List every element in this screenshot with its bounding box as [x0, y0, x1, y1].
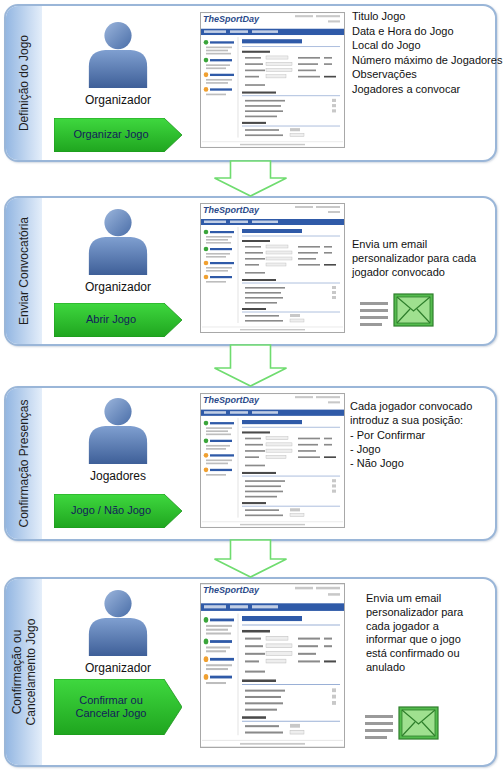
action-label: Jogo / Não Jogo: [54, 494, 168, 528]
phase-band: Enviar ConvocatóriaAbrir Jogo: [4, 196, 497, 346]
band-stripe: Definição do Jogo: [6, 6, 42, 160]
email-icon: [360, 294, 433, 326]
action-label: Organizar Jogo: [54, 118, 168, 152]
arrow-outline: [54, 494, 182, 528]
phase-title: Definição do Jogo: [6, 6, 42, 160]
phase-title: Confirmação Presenças: [6, 388, 42, 539]
screenshot: [201, 394, 345, 528]
flow-arrow: [215, 161, 287, 196]
screenshot: [201, 584, 345, 748]
action-arrow: Confirmar ou Cancelar Jogo: [54, 679, 182, 735]
phase-title: Enviar Convocatória: [6, 198, 42, 344]
arrow-outline: [54, 118, 182, 152]
phase-band: Confirmação PresençasJogo / Não Jogo: [4, 386, 497, 541]
person-icon: [89, 22, 147, 88]
phase-title: Confirmação ou Cancelamento Jogo: [6, 579, 42, 765]
action-arrow: Jogo / Não Jogo: [54, 494, 182, 528]
action-label: Abrir Jogo: [54, 303, 168, 337]
person-icon: [89, 398, 147, 464]
screenshot: [201, 13, 345, 148]
person-icon: [89, 209, 147, 275]
band-stripe: Confirmação Presenças: [6, 388, 42, 539]
arrow-outline: [54, 303, 182, 337]
phase-band: Definição do JogoOrganizar Jogo: [4, 4, 497, 162]
phase-band: Confirmação ou Cancelamento JogoConfirma…: [4, 577, 497, 767]
band-stripe: Enviar Convocatória: [6, 198, 42, 344]
flow-arrow: [215, 540, 287, 577]
screenshot: [201, 204, 345, 333]
action-arrow: Abrir Jogo: [54, 303, 182, 337]
action-arrow: Organizar Jogo: [54, 118, 182, 152]
band-stripe: Confirmação ou Cancelamento Jogo: [6, 579, 42, 765]
arrow-outline: [54, 679, 182, 735]
flow-arrow: [215, 345, 287, 386]
action-label: Confirmar ou Cancelar Jogo: [54, 679, 168, 735]
person-icon: [89, 590, 147, 656]
email-icon: [365, 707, 438, 739]
